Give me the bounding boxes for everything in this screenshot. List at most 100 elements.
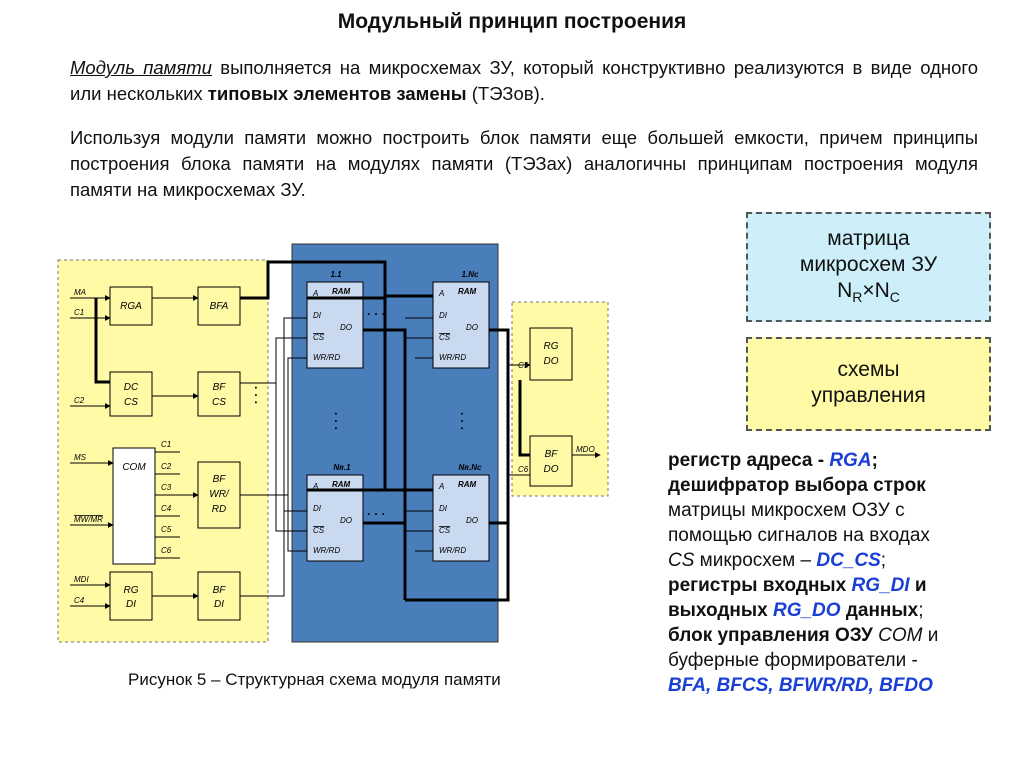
pin-ram-nn: RAM: [458, 480, 477, 489]
dc-label-2: CS: [124, 397, 138, 408]
legend-control-line2: управления: [811, 384, 926, 407]
com-out-c4: C4: [161, 504, 172, 513]
desc-l3: матрицы микросхем ОЗУ с: [668, 500, 905, 521]
pin-cs-n1: CS: [313, 526, 325, 535]
bfa-block: [197, 286, 241, 326]
com-out-c6: C6: [161, 546, 172, 555]
bfwrrd-label-3: RD: [212, 504, 226, 515]
pin-ram-11: RAM: [332, 287, 351, 296]
sig-c1: C1: [74, 308, 84, 317]
rgdi-block: [109, 571, 153, 621]
com-out-c2: C2: [161, 462, 172, 471]
legend-matrix-line2: микросхем ЗУ: [799, 253, 938, 276]
sig-mdo: MDO: [576, 445, 595, 454]
pin-a-nn: A: [438, 482, 444, 491]
desc-dccs: DC_CS: [816, 550, 881, 571]
dots-left-col: · · ·: [329, 412, 343, 431]
desc-l1a: регистр адреса -: [668, 450, 830, 471]
rga-block: [109, 286, 153, 326]
second-paragraph: Используя модули памяти можно построить …: [70, 127, 978, 200]
bfdi-label-1: BF: [213, 585, 227, 596]
pin-di-nn: DI: [439, 504, 448, 513]
intro-text-2: (ТЭЗов).: [466, 83, 545, 104]
desc-l5b: микросхем –: [694, 550, 817, 571]
pin-wrrd-11: WR/RD: [313, 353, 340, 362]
pin-di-n1: DI: [313, 504, 322, 513]
desc-l7a: выходных: [668, 600, 773, 621]
desc-rgdo: RG_DO: [772, 600, 841, 621]
rga-label: RGA: [120, 301, 142, 312]
desc-com: COM: [878, 625, 923, 646]
intro-bold-term: типовых элементов замены: [207, 83, 467, 104]
pin-a-11: A: [312, 289, 318, 298]
com-out-c5: C5: [161, 525, 172, 534]
legend-matrix-box: матрица микросхем ЗУ NR×NC: [746, 212, 991, 322]
dots-top: · · ·: [367, 307, 386, 321]
desc-l2: дешифратор выбора строк: [668, 475, 926, 496]
rgdo-label-1: RG: [544, 341, 559, 352]
bfdo-label-2: DO: [544, 464, 559, 475]
chip-1-nc: 1.Nc: [432, 270, 490, 369]
description-text: регистр адреса - RGA; дешифратор выбора …: [668, 448, 988, 698]
chip-1-1: 1.1: [306, 270, 364, 369]
rgdo-block: [529, 327, 573, 381]
desc-bf-list: BFA, BFCS, BFWR/RD, BFDO: [668, 675, 933, 696]
sig-c2: C2: [74, 396, 85, 405]
intro-paragraph: Модуль памяти выполняется на микросхемах…: [70, 55, 978, 107]
chip-pin-labels: RAM A DI DO CS WR/RD RAM A DI DO CS WR/R…: [312, 287, 478, 555]
dc-label-1: DC: [124, 382, 139, 393]
pin-a-n1: A: [312, 482, 318, 491]
page-title: Модульный принцип построения: [337, 10, 687, 33]
dots-bottom: · · ·: [367, 507, 386, 521]
pin-ram-n1: RAM: [332, 480, 351, 489]
pin-wrrd-nn: WR/RD: [439, 546, 466, 555]
input-signal-lines: [70, 295, 199, 609]
dots-right-col: · · ·: [455, 412, 469, 431]
bfdo-label-1: BF: [545, 449, 559, 460]
pin-a-1n: A: [438, 289, 444, 298]
sig-ma: MA: [74, 288, 86, 297]
address-bus: [94, 260, 433, 492]
rgdi-label-2: DI: [126, 599, 136, 610]
bfwrrd-label-2: WR/: [209, 489, 230, 500]
pin-do-n1: DO: [340, 516, 352, 525]
desc-l1c: ;: [871, 450, 878, 471]
desc-l5d: ;: [880, 550, 887, 571]
ellipsis-marks: · · · · · · · · · · · · · · ·: [249, 307, 469, 521]
chip-label-1-1: 1.1: [330, 270, 342, 279]
chip-label-nr-nc: Nʀ.Nc: [459, 463, 482, 472]
desc-l7d: ;: [918, 600, 924, 621]
sig-c4: C4: [74, 596, 85, 605]
pin-wrrd-1n: WR/RD: [439, 353, 466, 362]
desc-l8c: и: [922, 625, 939, 646]
sig-ms: MS: [74, 453, 87, 462]
figure-caption: Рисунок 5 – Структурная схема модуля пам…: [128, 670, 501, 689]
desc-rga: RGA: [829, 450, 872, 471]
pin-cs-1n: CS: [439, 333, 451, 342]
com-output-labels: C1 C2 C3 C4 C5 C6: [161, 440, 172, 555]
desc-l7c: данных: [840, 600, 919, 621]
term-memory-module: Модуль памяти: [70, 57, 212, 78]
bfdi-label-2: DI: [214, 599, 224, 610]
pin-di-1n: DI: [439, 311, 448, 320]
legend-control-line1: схемы: [837, 358, 900, 381]
pin-cs-nn: CS: [439, 526, 451, 535]
desc-l6c: и: [909, 575, 927, 596]
pin-cs-11: CS: [313, 333, 325, 342]
bfdo-block: [529, 435, 573, 487]
intro-text-1: выполняется на микросхемах ЗУ, который к…: [70, 57, 979, 104]
desc-l6a: регистры входных: [668, 575, 852, 596]
dc-cs-block: [109, 371, 153, 417]
pin-do-11: DO: [340, 323, 352, 332]
pin-di-11: DI: [313, 311, 322, 320]
sig-c6: C6: [518, 465, 529, 474]
com-out-c3: C3: [161, 483, 172, 492]
bfdi-block: [197, 571, 241, 621]
com-out-c1: C1: [161, 440, 171, 449]
legend-matrix-formula: NR×NC: [837, 279, 900, 306]
bfwrrd-label-1: BF: [213, 474, 227, 485]
desc-l8a: блок управления ОЗУ: [668, 625, 879, 646]
bfcs-label-1: BF: [213, 382, 227, 393]
com-label: COM: [122, 462, 146, 473]
